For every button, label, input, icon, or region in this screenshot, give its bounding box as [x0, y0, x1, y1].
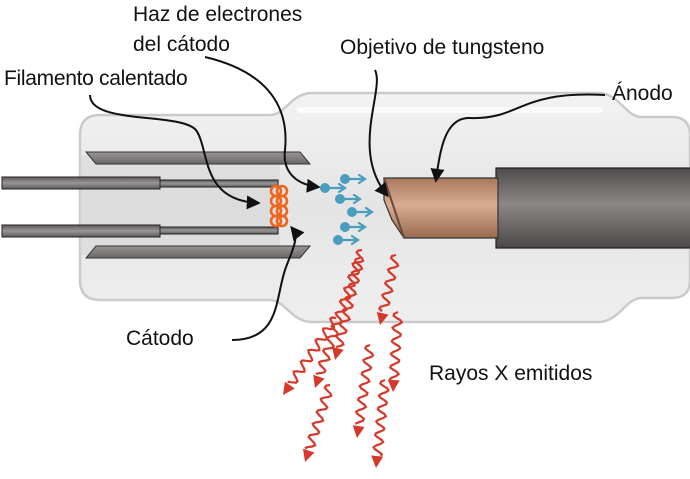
- xray-wave: [388, 311, 404, 381]
- electron-arrow: [327, 182, 347, 194]
- glass-stem: [80, 155, 280, 255]
- leader-anode: [430, 93, 606, 183]
- xray-wave: [335, 256, 364, 348]
- xray-arrowhead: [371, 455, 384, 468]
- electron-dot: [333, 235, 343, 245]
- electron-arrow: [347, 221, 367, 233]
- label-tungsten-target: Objetivo de tungsteno: [340, 36, 545, 59]
- electron-dot: [340, 174, 350, 184]
- electron-arrow: [340, 234, 360, 246]
- leader-target: [368, 69, 389, 198]
- leader-beam: [204, 56, 321, 193]
- label-anode: Ánodo: [612, 82, 673, 105]
- electron-dot: [340, 222, 350, 232]
- xray-group: [283, 248, 404, 468]
- lower-rod: [1, 224, 161, 238]
- xray-arrowhead: [352, 425, 365, 438]
- label-beam-line1: Haz de electrones: [133, 3, 303, 26]
- electron-dot: [347, 207, 357, 217]
- anode-body: [495, 167, 690, 249]
- lower-plate: [84, 245, 312, 259]
- xray-wave: [304, 383, 333, 450]
- leader-filament: [89, 94, 261, 210]
- label-emitted-xrays: Rayos X emitidos: [429, 362, 593, 385]
- electron-arrow: [347, 173, 367, 185]
- electron-arrow: [342, 193, 362, 205]
- xray-arrowhead: [387, 379, 400, 392]
- upper-rod: [1, 176, 161, 190]
- label-heated-filament: Filamento calentado: [4, 67, 188, 90]
- leader-cathode: [231, 225, 305, 341]
- xray-wave: [378, 253, 400, 313]
- electron-arrow: [354, 206, 374, 218]
- xray-wave: [287, 316, 337, 384]
- xray-arrowhead: [283, 381, 295, 395]
- lower-wire: [159, 226, 279, 235]
- xray-arrowhead: [302, 448, 315, 462]
- xray-arrowhead: [313, 374, 325, 388]
- label-beam-line2: del cátodo: [133, 33, 230, 56]
- glass-tube: [78, 91, 690, 324]
- filament-coil: [269, 184, 289, 228]
- xray-arrowhead: [376, 311, 389, 325]
- electron-dot: [335, 194, 345, 204]
- xray-wave: [315, 248, 365, 375]
- xray-wave: [372, 378, 390, 457]
- electron-beam: [320, 173, 374, 246]
- xray-arrowhead: [332, 346, 344, 360]
- upper-plate: [84, 151, 312, 165]
- label-cathode: Cátodo: [126, 327, 194, 350]
- electron-dot: [320, 183, 330, 193]
- xray-wave: [354, 343, 375, 425]
